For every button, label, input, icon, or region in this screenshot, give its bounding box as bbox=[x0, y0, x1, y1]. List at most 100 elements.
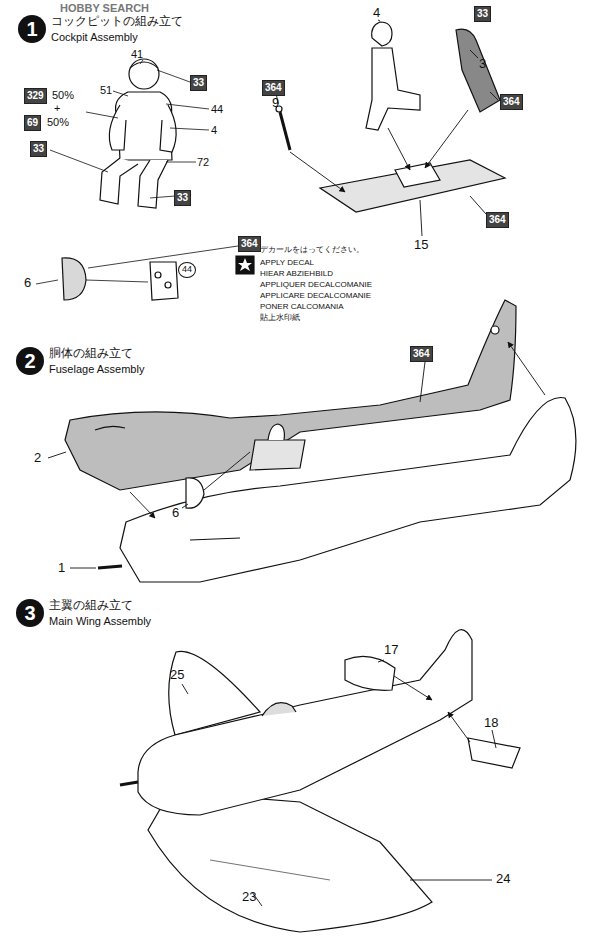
callout-number: 51 bbox=[100, 84, 112, 96]
airplane bbox=[262, 703, 296, 716]
fuselage-right-half bbox=[268, 424, 284, 440]
part-number: 2 bbox=[34, 451, 41, 465]
assembly-arrow bbox=[182, 504, 188, 508]
assembly-arrow bbox=[130, 492, 155, 518]
paint-code: 364 bbox=[239, 237, 260, 251]
fuselage-right-half bbox=[120, 397, 576, 582]
fuselage-right-half bbox=[186, 478, 204, 508]
part-number: 17 bbox=[384, 643, 398, 657]
assembly-arrow bbox=[378, 660, 384, 662]
airplane bbox=[210, 860, 330, 880]
mix-ratio: + bbox=[54, 102, 60, 114]
decal-note: 貼上水印紙 bbox=[260, 314, 300, 323]
paint-code: 329 bbox=[25, 89, 46, 103]
part-number: 15 bbox=[414, 238, 428, 252]
paint-code-box: 33 bbox=[190, 75, 207, 91]
assembly-arrow bbox=[48, 342, 545, 568]
instrument-panel bbox=[155, 272, 161, 278]
leader-line bbox=[166, 162, 196, 163]
pilot-figure bbox=[129, 59, 159, 89]
part-number: 6 bbox=[172, 506, 179, 520]
instrument-panel bbox=[238, 258, 252, 271]
assembly-arrow bbox=[290, 152, 345, 192]
step-heading: 1コックピットの組み立てCockpit Assembly bbox=[18, 14, 183, 44]
seat-assembly bbox=[456, 29, 500, 112]
assembly-arrow bbox=[470, 196, 486, 214]
decal-number: 44 bbox=[178, 262, 196, 278]
step-title: コックピットの組み立てCockpit Assembly bbox=[51, 14, 183, 44]
pilot-figure bbox=[109, 105, 126, 150]
step-title: 胴体の組み立て bbox=[49, 346, 144, 362]
assembly-arrow bbox=[48, 20, 498, 236]
leader-line bbox=[157, 70, 190, 82]
paint-code: 33 bbox=[191, 76, 206, 90]
paint-code-box: 69 bbox=[24, 115, 41, 131]
paint-code-box: 33 bbox=[474, 6, 491, 22]
instrument-panel bbox=[86, 280, 148, 282]
callout-number: 41 bbox=[131, 48, 143, 60]
airplane bbox=[138, 630, 472, 815]
instrument-panel bbox=[36, 246, 254, 300]
callout-number: 4 bbox=[211, 124, 217, 136]
paint-code: 33 bbox=[475, 7, 490, 21]
assembly-arrow bbox=[204, 452, 250, 490]
seat-assembly bbox=[276, 22, 505, 212]
watermark: HOBBY SEARCH bbox=[60, 2, 149, 14]
assembly-arrow bbox=[470, 50, 478, 58]
leader-line bbox=[150, 196, 175, 198]
leader-line bbox=[170, 128, 209, 130]
leader-line bbox=[50, 60, 209, 198]
assembly-arrow bbox=[48, 452, 66, 458]
fuselage-right-half bbox=[190, 538, 240, 540]
mix-ratio: 50% bbox=[52, 89, 74, 101]
step-title: 胴体の組み立てFuselage Assembly bbox=[49, 346, 144, 376]
pilot-figure bbox=[100, 158, 138, 204]
airplane bbox=[120, 782, 138, 785]
part-number: 3 bbox=[479, 57, 486, 71]
paint-code-box: 364 bbox=[238, 236, 261, 252]
assembly-arrow bbox=[182, 684, 188, 694]
step-number: 2 bbox=[16, 347, 44, 375]
assembly-arrow bbox=[448, 712, 470, 742]
paint-code-box: 364 bbox=[410, 346, 433, 362]
step-title: コックピットの組み立て bbox=[51, 14, 183, 30]
decal-number: 44 bbox=[179, 263, 195, 277]
step-title: 主翼の組み立てMain Wing Assembly bbox=[49, 598, 151, 628]
airplane bbox=[345, 656, 395, 690]
step-heading: 2胴体の組み立てFuselage Assembly bbox=[16, 346, 144, 376]
paint-code: 33 bbox=[175, 191, 190, 205]
paint-code-box: 33 bbox=[30, 141, 47, 157]
paint-code: 364 bbox=[411, 347, 432, 361]
paint-code-box: 364 bbox=[262, 80, 285, 96]
assembly-arrow bbox=[425, 110, 468, 168]
assembly-arrow bbox=[420, 200, 422, 236]
instrument-panel bbox=[88, 246, 238, 268]
airplane bbox=[468, 738, 520, 768]
assembly-arrow bbox=[70, 568, 96, 569]
leader-line bbox=[113, 91, 128, 96]
paint-code: 33 bbox=[31, 142, 46, 156]
fuselage-left-half bbox=[95, 426, 125, 430]
step-number: 1 bbox=[18, 15, 46, 43]
seat-assembly bbox=[372, 22, 392, 46]
part-number: 6 bbox=[24, 276, 31, 290]
instrument-panel bbox=[36, 280, 58, 284]
fuselage-left-half bbox=[491, 326, 499, 334]
step-title: Fuselage Assembly bbox=[49, 362, 144, 376]
step-title: 主翼の組み立て bbox=[49, 598, 151, 614]
assembly-arrow bbox=[378, 20, 380, 21]
step-heading: 3主翼の組み立てMain Wing Assembly bbox=[16, 598, 151, 628]
pilot-figure bbox=[100, 59, 176, 208]
part-number: 18 bbox=[484, 716, 498, 730]
decal-note: APPLICARE DECALCOMANIE bbox=[260, 292, 371, 301]
fuselage-right-half bbox=[250, 440, 305, 470]
paint-code: 364 bbox=[487, 213, 508, 227]
step-number: 3 bbox=[16, 599, 44, 627]
pilot-figure bbox=[138, 160, 168, 208]
part-number: 9 bbox=[272, 96, 279, 110]
seat-assembly bbox=[395, 163, 440, 187]
leader-line bbox=[86, 112, 118, 118]
callout-number: 44 bbox=[211, 103, 223, 115]
decal-note: APPLY DECAL bbox=[260, 259, 314, 268]
